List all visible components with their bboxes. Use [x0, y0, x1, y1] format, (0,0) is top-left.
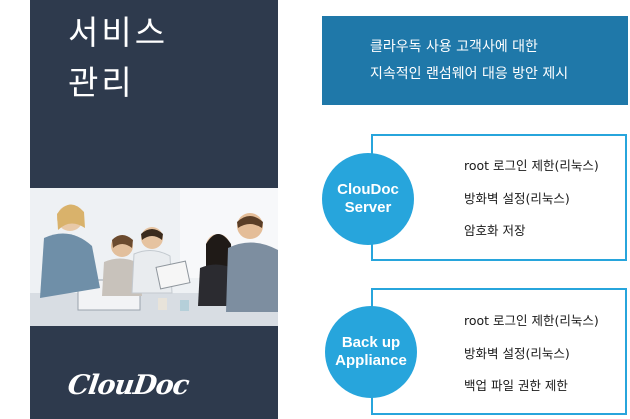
- cloudoc-server-badge: ClouDoc Server: [322, 153, 414, 245]
- badge-line-2: Appliance: [335, 352, 407, 369]
- list-item: root 로그인 제한(리눅스): [464, 158, 599, 173]
- badge-line-2: Server: [344, 199, 392, 216]
- backup-appliance-badge: Back up Appliance: [325, 306, 417, 398]
- backup-measures-list: root 로그인 제한(리눅스) 방화벽 설정(리눅스) 백업 파일 권한 제한: [464, 311, 599, 409]
- header-banner: 클라우독 사용 고객사에 대한 지속적인 랜섬웨어 대응 방안 제시: [322, 16, 628, 105]
- cloudoc-logo: ClouDoc: [65, 370, 191, 401]
- title-line-2: 관리: [68, 63, 135, 102]
- badge-line-1: Back up: [341, 334, 401, 351]
- team-photo: [30, 188, 278, 326]
- badge-line-1: ClouDoc: [337, 181, 399, 198]
- header-line-2: 지속적인 랜섬웨어 대응 방안 제시: [370, 65, 569, 82]
- sidebar-panel: [30, 0, 278, 419]
- list-item: root 로그인 제한(리눅스): [464, 313, 599, 328]
- server-card: [371, 134, 627, 261]
- server-measures-list: root 로그인 제한(리눅스) 방화벽 설정(리눅스) 암호화 저장: [464, 156, 599, 254]
- list-item: 방화벽 설정(리눅스): [464, 345, 570, 361]
- list-item: 암호화 저장: [464, 223, 526, 238]
- list-item: 방화벽 설정(리눅스): [464, 190, 570, 206]
- title-line-1: 서비스: [68, 13, 169, 52]
- page-title: 서비스 관리: [68, 8, 168, 108]
- office-team-photo: [30, 188, 278, 326]
- header-line-1: 클라우독 사용 고객사에 대한: [370, 38, 538, 55]
- list-item: 백업 파일 권한 제한: [464, 378, 568, 393]
